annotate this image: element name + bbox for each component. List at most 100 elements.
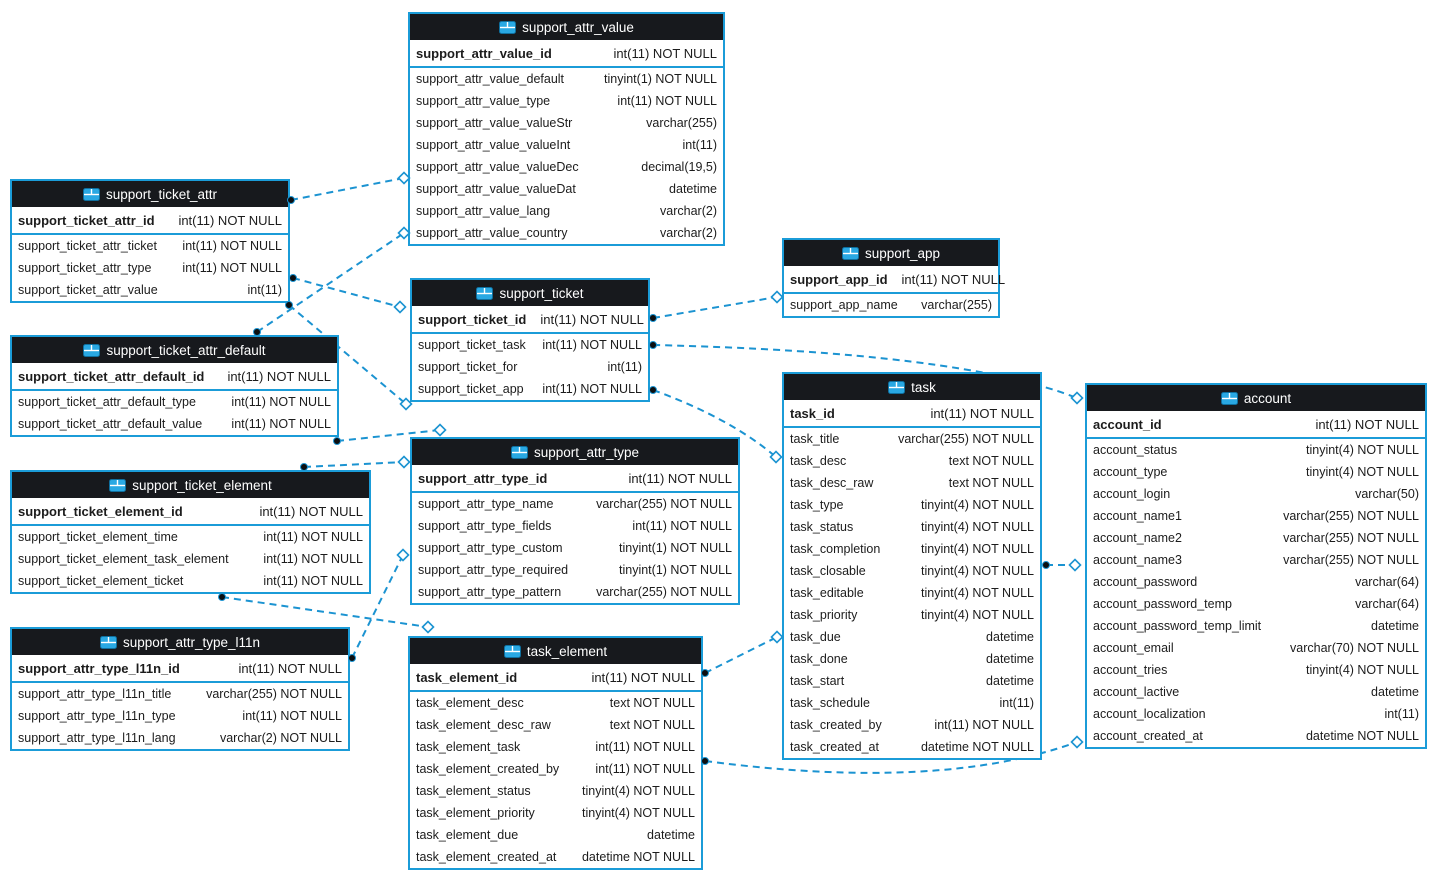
field-name: support_ticket_attr_default_id: [18, 368, 205, 384]
table-header-support_ticket_attr[interactable]: support_ticket_attr: [12, 181, 288, 207]
field-type: tinyint(4) NOT NULL: [582, 784, 695, 798]
field-type: varchar(255) NOT NULL: [898, 432, 1034, 446]
field-type: int(11): [682, 138, 717, 152]
table-icon: [109, 478, 127, 492]
relationship-line-task_element-to-account: [704, 741, 1078, 774]
field-name: support_app_id: [790, 271, 888, 287]
field-name: task_created_at: [790, 740, 879, 754]
field-row-account_name1: account_name1 varchar(255) NOT NULL: [1087, 505, 1425, 527]
table-header-account[interactable]: account: [1087, 385, 1425, 411]
table-title: support_attr_type_l11n: [122, 634, 261, 650]
table-header-support_attr_type_l11n[interactable]: support_attr_type_l11n: [12, 629, 348, 655]
field-type: int(11) NOT NULL: [231, 417, 331, 431]
field-type: varchar(255) NOT NULL: [1283, 531, 1419, 545]
field-type: varchar(2): [660, 226, 717, 240]
table-support_ticket_attr_default[interactable]: support_ticket_attr_default support_ticke…: [10, 335, 339, 437]
field-type: varchar(255) NOT NULL: [596, 497, 732, 511]
field-name: support_attr_value_type: [416, 94, 551, 108]
field-name: support_attr_type_name: [418, 497, 554, 511]
field-name: support_attr_type_l11n_id: [18, 660, 180, 676]
field-type: int(11) NOT NULL: [540, 311, 644, 327]
table-header-support_ticket_attr_default[interactable]: support_ticket_attr_default: [12, 337, 337, 363]
field-type: datetime: [986, 652, 1034, 666]
field-type: tinyint(4) NOT NULL: [921, 564, 1034, 578]
field-name: task_id: [790, 405, 835, 421]
table-support_attr_type_l11n[interactable]: support_attr_type_l11n support_attr_type_…: [10, 627, 350, 751]
relationship-line-support_ticket_attr_default-to-support_attr_value: [256, 232, 405, 333]
field-name: task_created_by: [790, 718, 882, 732]
field-name: account_name1: [1093, 509, 1182, 523]
table-header-support_ticket_element[interactable]: support_ticket_element: [12, 472, 369, 498]
table-header-support_attr_type[interactable]: support_attr_type: [412, 439, 738, 465]
field-name: task_closable: [790, 564, 866, 578]
field-name: support_ticket_attr_id: [18, 212, 155, 228]
table-icon: [1220, 391, 1238, 405]
field-type: varchar(2): [660, 204, 717, 218]
table-header-task[interactable]: task: [784, 374, 1040, 400]
field-name: account_id: [1093, 416, 1162, 432]
table-header-support_app[interactable]: support_app: [784, 240, 998, 266]
field-row-support_attr_type_name: support_attr_type_name varchar(255) NOT N…: [412, 493, 738, 515]
field-name: task_priority: [790, 608, 858, 622]
field-type: varchar(255) NOT NULL: [596, 585, 732, 599]
field-type: text NOT NULL: [948, 454, 1034, 468]
field-type: int(11) NOT NULL: [231, 395, 331, 409]
field-type: int(11): [999, 696, 1034, 710]
field-name: account_name3: [1093, 553, 1182, 567]
field-name: task_done: [790, 652, 848, 666]
field-type: int(11) NOT NULL: [227, 368, 331, 384]
table-header-task_element[interactable]: task_element: [410, 638, 701, 664]
field-type: varchar(64): [1355, 597, 1419, 611]
table-icon: [510, 445, 528, 459]
field-type: tinyint(4) NOT NULL: [921, 498, 1034, 512]
field-name: support_attr_type_l11n_lang: [18, 731, 176, 745]
field-name: account_status: [1093, 443, 1178, 457]
field-type: tinyint(4) NOT NULL: [1306, 663, 1419, 677]
field-type: int(11) NOT NULL: [542, 382, 642, 396]
field-type: int(11) NOT NULL: [178, 212, 282, 228]
table-header-support_attr_value[interactable]: support_attr_value: [410, 14, 723, 40]
table-icon: [99, 635, 117, 649]
table-icon: [83, 343, 101, 357]
relationship-line-support_ticket_element-to-task_element: [221, 596, 429, 628]
table-support_ticket_attr[interactable]: support_ticket_attr support_ticket_attr_i…: [10, 179, 290, 303]
field-name: support_app_name: [790, 298, 898, 312]
field-type: datetime: [986, 674, 1034, 688]
field-name: support_attr_type_required: [418, 563, 569, 577]
field-name: task_desc_raw: [790, 476, 874, 490]
field-type: int(11) NOT NULL: [617, 94, 717, 108]
field-type: int(11) NOT NULL: [263, 552, 363, 566]
field-type: varchar(255) NOT NULL: [1283, 509, 1419, 523]
field-name: task_element_created_by: [416, 762, 560, 776]
field-name: support_ticket_attr_value: [18, 283, 158, 297]
table-header-support_ticket[interactable]: support_ticket: [412, 280, 648, 306]
